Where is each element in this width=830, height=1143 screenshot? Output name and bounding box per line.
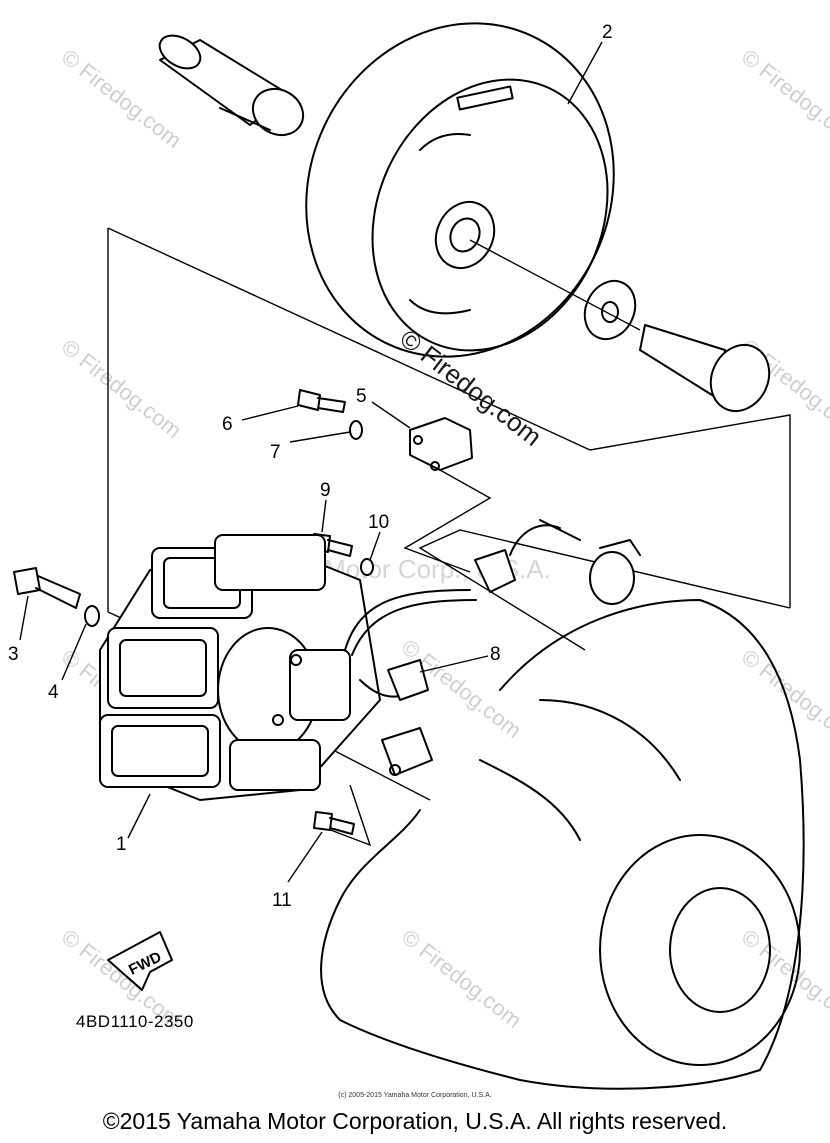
watermark: © Firedog.com <box>737 644 830 753</box>
watermark: © Firedog.com <box>737 924 830 1033</box>
watermark: © Firedog.com <box>397 924 526 1033</box>
leader-lines <box>19 41 603 883</box>
callout-8: 8 <box>490 644 501 665</box>
wire-harness <box>344 519 641 698</box>
watermark: © Firedog.com <box>737 44 830 153</box>
callouts: 1 2 3 4 5 6 7 8 9 10 11 <box>8 22 613 911</box>
callout-6: 6 <box>222 414 233 435</box>
copyright-notice: ©2015 Yamaha Motor Corporation, U.S.A. A… <box>102 1108 728 1134</box>
small-copyright: (c) 2005-2015 Yamaha Motor Corporation, … <box>338 1092 492 1099</box>
callout-11: 11 <box>272 890 292 911</box>
pickup-coil <box>409 417 473 471</box>
flywheel-rotor <box>305 22 615 358</box>
callout-2: 2 <box>602 22 613 43</box>
callout-10: 10 <box>368 512 389 533</box>
screw-6 <box>297 389 346 413</box>
washer-7 <box>349 420 363 440</box>
screw-11 <box>313 811 355 835</box>
crankcase-cover <box>320 599 805 1090</box>
watermark: © Firedog.com <box>57 334 186 443</box>
callout-7: 7 <box>270 442 281 463</box>
washer-10 <box>360 558 374 576</box>
callout-1: 1 <box>116 834 127 855</box>
callout-3: 3 <box>8 644 19 665</box>
diagram-code: 4BD1110-2350 <box>76 1012 194 1031</box>
forward-arrow: FWD <box>107 931 173 991</box>
starter-clutch-part <box>158 34 305 137</box>
washer-4 <box>84 605 100 627</box>
callout-4: 4 <box>48 682 59 703</box>
bracket-8 <box>381 659 433 776</box>
stator-coil <box>99 534 381 801</box>
flywheel-washer-bolt <box>469 239 771 413</box>
callout-5: 5 <box>356 386 367 407</box>
callout-9: 9 <box>320 480 331 501</box>
bolt-3 <box>13 567 81 609</box>
